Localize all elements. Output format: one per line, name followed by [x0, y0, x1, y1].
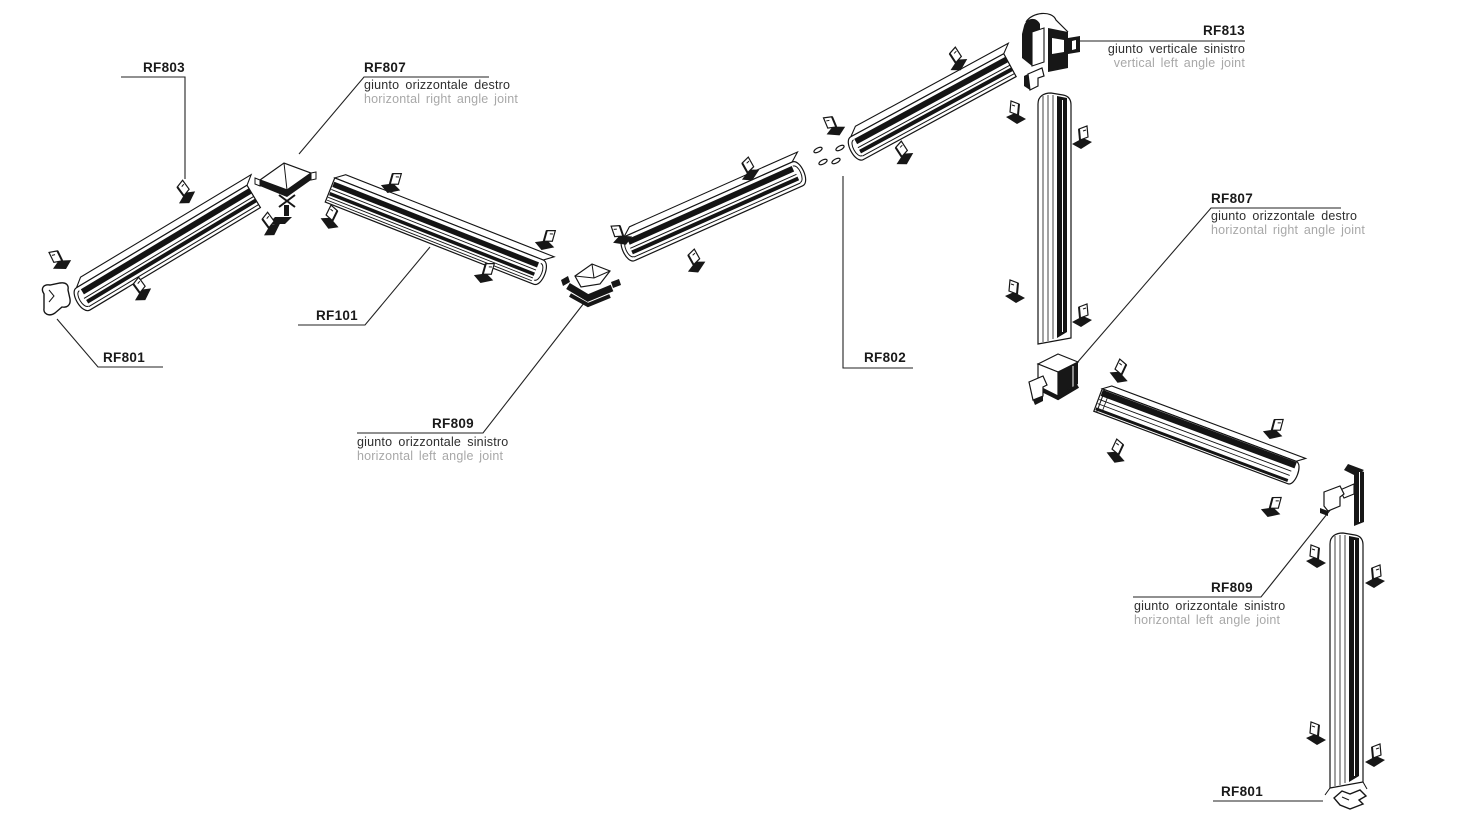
mounting-clip: [1305, 721, 1327, 746]
joint-rf809-bottom: [1320, 464, 1364, 526]
leader-rf807-top: [298, 76, 489, 155]
mounting-clip: [1364, 564, 1386, 589]
callout-desc-it-rf813: giunto verticale sinistro: [1107, 42, 1245, 56]
callout-code-rf801-bottom: RF801: [1221, 784, 1264, 799]
mounting-clip: [1071, 303, 1093, 328]
profile-rail-rf101: [324, 174, 556, 285]
leader-rf101: [298, 246, 431, 326]
callout-code-rf803: RF803: [142, 60, 185, 75]
mounting-clip: [168, 176, 200, 209]
mounting-clip: [1071, 125, 1093, 150]
callout-desc-en-rf809-bottom: horizontal left angle joint: [1134, 613, 1281, 627]
callout-desc-en-rf807-top: horizontal right angle joint: [364, 92, 519, 106]
leader-rf809-mid: [357, 302, 585, 434]
mounting-clip: [1364, 743, 1386, 768]
callout-code-rf807-right: RF807: [1211, 191, 1254, 206]
callout-desc-it-rf807-top: giunto orizzontale destro: [364, 78, 511, 92]
callout-code-rf802: RF802: [864, 350, 907, 365]
mounting-clips: [43, 43, 1386, 768]
callout-desc-it-rf809-bottom: giunto orizzontale sinistro: [1134, 599, 1286, 613]
leader-rf801-left: [56, 318, 163, 368]
callout-code-rf809-bottom: RF809: [1210, 580, 1253, 595]
profile-rail-lower-right: [1093, 385, 1308, 485]
profile-rail-run-left: [620, 150, 807, 262]
callout-leaders: [56, 40, 1341, 802]
mounting-clip: [43, 243, 75, 276]
joint-rf807-right: [1028, 353, 1080, 405]
callout-desc-en-rf807-right: horizontal right angle joint: [1211, 223, 1366, 237]
mounting-clip: [1106, 356, 1135, 387]
leader-rf803: [121, 76, 186, 179]
profile-rail-run-right: [847, 42, 1017, 161]
vertical-profile-lower: [1324, 532, 1368, 796]
mounting-clip: [1005, 100, 1027, 125]
callout-code-rf813: RF813: [1202, 23, 1245, 38]
mounting-clip: [1103, 436, 1132, 467]
leader-rf807-right: [1075, 207, 1341, 365]
joint-pins-rf802: [813, 144, 845, 166]
mounting-clip: [1004, 279, 1026, 304]
mounting-clip: [1305, 544, 1327, 569]
end-cap-rf801-bottom: [1333, 789, 1368, 810]
mounting-clip: [1258, 491, 1287, 522]
mounting-clip: [1260, 413, 1289, 444]
joint-rf813: [1022, 12, 1080, 91]
callout-desc-en-rf813: vertical left angle joint: [1113, 56, 1245, 70]
joint-rf809-mid: [561, 263, 621, 308]
mounting-clip: [253, 208, 285, 241]
callout-code-rf807-top: RF807: [364, 60, 407, 75]
end-cap-rf801-left: [41, 282, 71, 316]
callout-desc-it-rf809-mid: giunto orizzontale sinistro: [357, 435, 509, 449]
callout-desc-it-rf807-right: giunto orizzontale destro: [1211, 209, 1358, 223]
joint-rf807-top: [254, 162, 317, 224]
mounting-clip: [679, 246, 710, 278]
vertical-profile-upper: [1037, 92, 1072, 345]
profile-rail-top-left: [73, 173, 262, 312]
callout-desc-en-rf809-mid: horizontal left angle joint: [357, 449, 504, 463]
leader-rf809-bottom: [1133, 503, 1336, 598]
leader-rf802: [842, 176, 913, 369]
mounting-clip: [818, 109, 849, 142]
callout-code-rf809-mid: RF809: [431, 416, 474, 431]
callout-code-rf801-left: RF801: [103, 350, 146, 365]
callout-code-rf101: RF101: [315, 308, 358, 323]
